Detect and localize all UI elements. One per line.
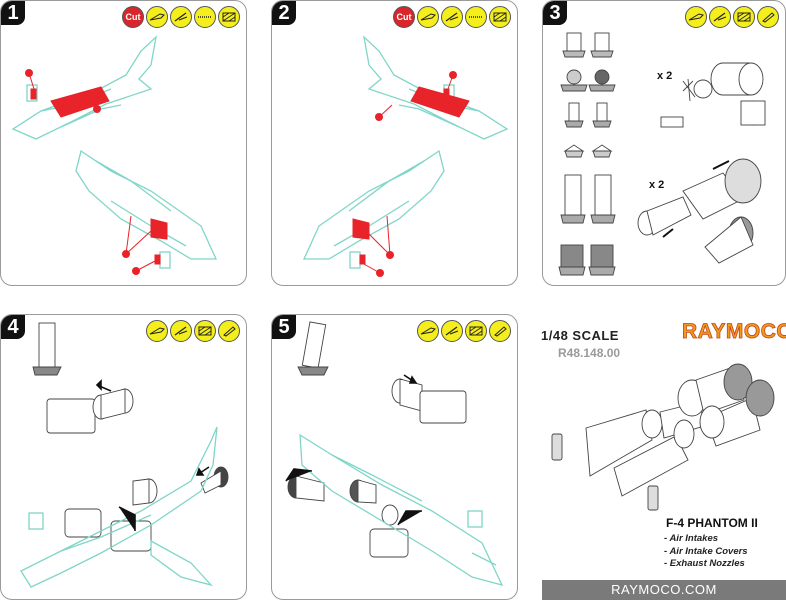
brand-logo: RAYMOCO: [682, 320, 786, 344]
step-5-number: 5: [272, 315, 296, 339]
step-2-diagram: [302, 35, 509, 277]
step-5-panel: 5: [271, 314, 518, 600]
step-4-panel: 4: [0, 314, 247, 600]
step-2-panel: 2 Cut: [271, 0, 518, 286]
glue-icon: [757, 6, 779, 28]
cut-icon: Cut: [122, 6, 144, 28]
sandpaper-icon: [218, 6, 240, 28]
website-link[interactable]: RAYMOCO.COM: [542, 580, 786, 600]
sanding-stick-icon: [170, 320, 192, 342]
step-5-diagram: [285, 321, 504, 586]
step-5-tools: [417, 320, 511, 342]
step-2-number: 2: [272, 1, 296, 25]
sandpaper-icon: [489, 6, 511, 28]
product-item: - Exhaust Nozzles: [664, 558, 745, 569]
knife-icon: [146, 6, 168, 28]
sanding-stick-icon: [170, 6, 192, 28]
step-2-tools: Cut: [393, 6, 511, 28]
product-code: R48.148.00: [558, 346, 621, 360]
sanding-stick-icon: [709, 6, 731, 28]
knife-icon: [417, 6, 439, 28]
multiplier-label: x 2: [657, 70, 673, 82]
file-icon: [465, 6, 487, 28]
product-item: - Air Intakes: [664, 533, 719, 544]
step-3-number: 3: [543, 1, 567, 25]
product-item-list: - Air Intakes - Air Intake Covers - Exha…: [664, 533, 748, 571]
step-1-number: 1: [1, 1, 25, 25]
step-3-panel: 3: [542, 0, 786, 286]
sandpaper-icon: [465, 320, 487, 342]
sandpaper-icon: [733, 6, 755, 28]
knife-icon: [146, 320, 168, 342]
sanding-stick-icon: [441, 320, 463, 342]
step-4-tools: [146, 320, 240, 342]
glue-icon: [489, 320, 511, 342]
step-4-diagram: [20, 322, 229, 588]
step-1-diagram: [11, 35, 218, 275]
product-item: - Air Intake Covers: [664, 545, 748, 557]
glue-icon: [218, 320, 240, 342]
step-4-number: 4: [1, 315, 25, 339]
step-3-tools: [685, 6, 779, 28]
multiplier-label: x 2: [649, 179, 665, 191]
knife-icon: [685, 6, 707, 28]
step-1-tools: Cut: [122, 6, 240, 28]
knife-icon: [417, 320, 439, 342]
product-title: F-4 PHANTOM II: [666, 516, 758, 530]
sanding-stick-icon: [441, 6, 463, 28]
sandpaper-icon: [194, 320, 216, 342]
cut-icon: Cut: [393, 6, 415, 28]
step-1-panel: 1 Cut: [0, 0, 247, 286]
file-icon: [194, 6, 216, 28]
scale-label: 1/48 SCALE: [541, 328, 619, 343]
step-3-diagram: [558, 32, 766, 276]
